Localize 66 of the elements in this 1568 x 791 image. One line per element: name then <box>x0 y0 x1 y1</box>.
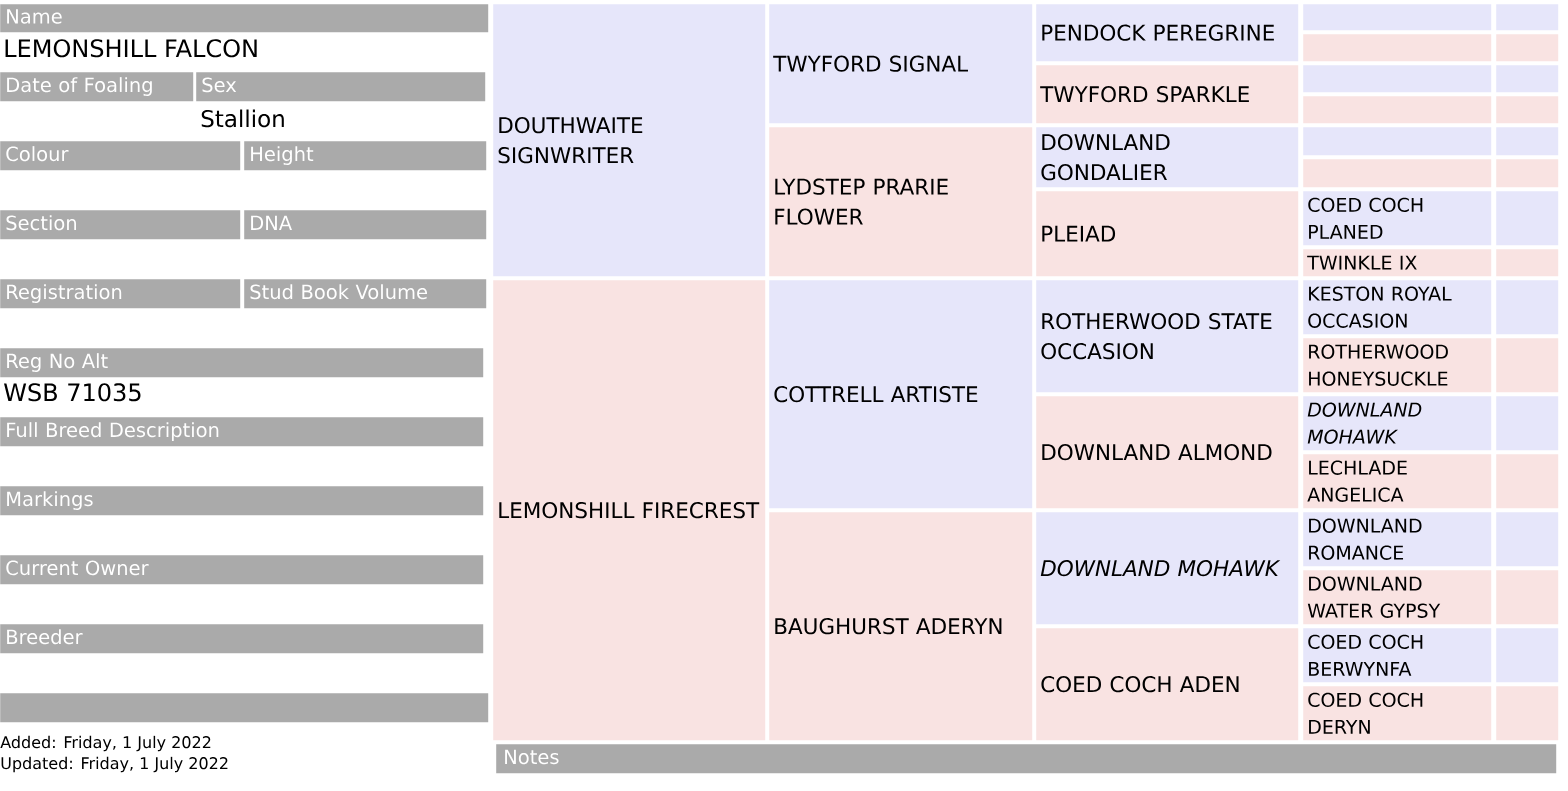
empty-cell <box>1496 454 1559 509</box>
pedigree-cell: ROTHERWOOD STATE OCCASION <box>1036 280 1299 393</box>
empty-cell <box>1496 396 1559 451</box>
pedigree-cell: ROTHERWOOD HONEYSUCKLE <box>1303 338 1492 393</box>
empty-cell <box>1496 512 1559 567</box>
empty-cell <box>1496 4 1559 31</box>
pedigree-cell: DOWNLAND MOHAWK <box>1036 512 1299 625</box>
label-bar: Sex <box>196 72 486 102</box>
empty-cell <box>1303 159 1492 188</box>
pedigree-cell: COED COCH DERYN <box>1303 686 1492 741</box>
empty-cell <box>1496 34 1559 62</box>
pedigree-cell: TWYFORD SPARKLE <box>1036 65 1299 124</box>
pedigree-cell: LEMONSHILL FIRECREST <box>493 280 766 741</box>
empty-cell <box>1496 628 1559 683</box>
label-bar: Markings <box>0 486 484 516</box>
label-bar: Colour <box>0 141 241 171</box>
pedigree-cell: DOWNLAND WATER GYPSY <box>1303 570 1492 625</box>
empty-cell <box>1496 127 1559 156</box>
label-bar: DNA <box>244 210 487 240</box>
pedigree-cell: TWYFORD SIGNAL <box>769 4 1033 124</box>
empty-cell <box>1496 338 1559 393</box>
pedigree-cell: PENDOCK PEREGRINE <box>1036 4 1299 62</box>
field-value: LEMONSHILL FALCON <box>5 39 257 58</box>
pedigree-cell: COTTRELL ARTISTE <box>769 280 1033 509</box>
label-bar: Section <box>0 210 241 240</box>
empty-cell <box>1496 570 1559 625</box>
empty-cell <box>1496 159 1559 188</box>
label-bar: Height <box>244 141 487 171</box>
field-value: Stallion <box>201 109 284 128</box>
pedigree-cell: DOUTHWAITE SIGNWRITER <box>493 4 766 277</box>
pedigree-cell: LECHLADE ANGELICA <box>1303 454 1492 509</box>
pedigree-cell: LYDSTEP PRARIE FLOWER <box>769 127 1033 277</box>
label-bar: Date of Foaling <box>0 72 194 102</box>
blank-bar <box>0 693 489 723</box>
label-bar: Full Breed Description <box>0 417 484 447</box>
empty-cell <box>1496 65 1559 93</box>
pedigree-cell: COED COCH PLANED <box>1303 191 1492 246</box>
pedigree-cell: TWINKLE IX <box>1303 249 1492 277</box>
label-bar: Stud Book Volume <box>244 279 487 309</box>
pedigree-cell: DOWNLAND ALMOND <box>1036 396 1299 509</box>
empty-cell <box>1303 127 1492 156</box>
empty-cell <box>1303 65 1492 93</box>
field-value: WSB 71035 <box>4 383 141 402</box>
pedigree-cell: DOWNLAND MOHAWK <box>1303 396 1492 451</box>
pedigree-cell: DOWNLAND ROMANCE <box>1303 512 1492 567</box>
pedigree-cell: COED COCH ADEN <box>1036 628 1299 741</box>
pedigree-cell: DOWNLAND GONDALIER <box>1036 127 1299 188</box>
label-bar: Reg No Alt <box>0 348 484 378</box>
pedigree-cell: BAUGHURST ADERYN <box>769 512 1033 741</box>
pedigree-cell: COED COCH BERWYNFA <box>1303 628 1492 683</box>
pedigree-cell: KESTON ROYAL OCCASION <box>1303 280 1492 335</box>
empty-cell <box>1496 96 1559 124</box>
empty-cell <box>1303 34 1492 62</box>
empty-cell <box>1496 280 1559 335</box>
label-bar: Registration <box>0 279 241 309</box>
timestamp-note: Updated: Friday, 1 July 2022 <box>1 756 228 773</box>
empty-cell <box>1496 191 1559 246</box>
empty-cell <box>1303 4 1492 31</box>
label-bar: Name <box>0 4 489 33</box>
pedigree-cell: PLEIAD <box>1036 191 1299 277</box>
empty-cell <box>1303 96 1492 124</box>
label-bar: Notes <box>496 744 1557 774</box>
label-bar: Current Owner <box>0 555 484 585</box>
label-bar: Breeder <box>0 624 484 654</box>
empty-cell <box>1496 686 1559 741</box>
empty-cell <box>1496 249 1559 277</box>
